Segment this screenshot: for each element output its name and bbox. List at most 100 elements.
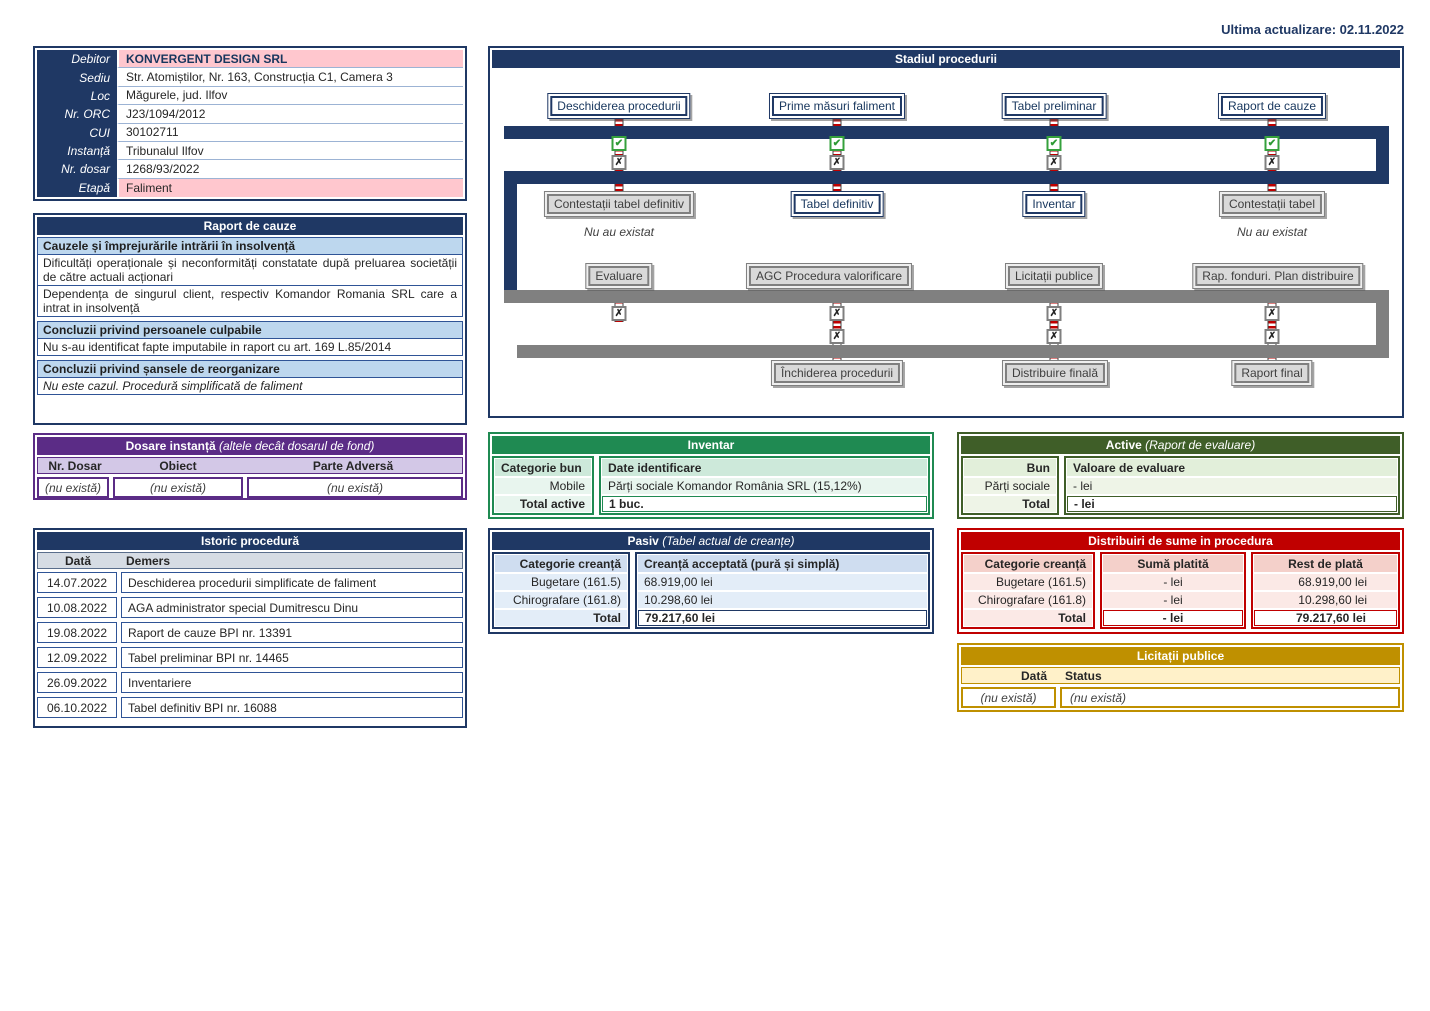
inventar-total-label: Total active [495,496,591,512]
pasiv-amount: 68.919,00 lei [638,574,927,590]
debtor-row: Etapă Faliment [37,178,463,197]
last-update-label: Ultima actualizare: 02.11.2022 [1221,22,1404,37]
column-header: Bun [964,459,1056,476]
checkbox-checked-icon[interactable]: ✔ [1264,136,1280,151]
flow-path-segment [1376,126,1389,184]
checkbox-crossed-icon[interactable]: ✗ [829,329,845,344]
licitatii-publice-panel: Licitații publice Dată Status (nu există… [957,643,1404,712]
inventar-category-column: Categorie bun Mobile Total active [492,456,594,515]
debtor-field-label: Etapă [37,178,117,197]
istoric-row: 12.09.2022 Tabel preliminar BPI nr. 1446… [37,647,463,668]
distribuiri-category: Chirografare (161.8) [964,592,1092,608]
section-text: Dependența de singurul client, respectiv… [37,286,463,317]
active-total-value: - lei [1067,496,1397,512]
checkbox-crossed-icon[interactable]: ✗ [829,306,845,321]
flow-step-tabel-preliminar[interactable]: Tabel preliminar [1001,93,1107,119]
flow-step-inchiderea-procedurii[interactable]: Închiderea procedurii [770,360,904,386]
flow-path-segment [504,171,517,303]
panel-title: Licitații publice [961,647,1400,665]
flow-step-contestatii-tabel[interactable]: Contestații tabel [1218,191,1326,217]
pasiv-columns: Categorie creanță Bugetare (161.5) Chiro… [492,552,930,629]
flow-path-segment [504,126,1389,139]
column-header: Date identificare [602,459,927,476]
debtor-field-value: Str. Atomiștilor, Nr. 163, Construcția C… [117,68,463,87]
panel-title: Pasiv (Tabel actual de creanțe) [492,532,930,550]
istoric-action: Inventariere [121,672,463,693]
flow-path-segment [504,171,1389,184]
istoric-action: Tabel definitiv BPI nr. 16088 [121,697,463,718]
checkbox-checked-icon[interactable]: ✔ [611,136,627,151]
checkbox-crossed-icon[interactable]: ✗ [611,155,627,170]
debtor-field-value: KONVERGENT DESIGN SRL [117,50,463,69]
column-header: Categorie bun [495,459,591,476]
checkbox-crossed-icon[interactable]: ✗ [1046,329,1062,344]
istoric-action: Raport de cauze BPI nr. 13391 [121,622,463,643]
checkbox-crossed-icon[interactable]: ✗ [829,155,845,170]
debtor-panel: Debitor KONVERGENT DESIGN SRL Sediu Str.… [33,46,467,201]
flow-step-rap-fonduri-plan-distribuire[interactable]: Rap. fonduri. Plan distribuire [1192,263,1364,289]
distribuiri-panel: Distribuiri de sume in procedura Categor… [957,528,1404,634]
column-header: Nr. Dosar [48,458,102,473]
distribuiri-columns: Categorie creanță Bugetare (161.5) Chiro… [961,552,1400,629]
debtor-field-label: Debitor [37,50,117,69]
flow-step-evaluare[interactable]: Evaluare [585,263,653,289]
active-value: - lei [1067,478,1397,494]
flow-step-raport-de-cauze[interactable]: Raport de cauze [1217,93,1327,119]
dosare-data-row: (nu există) (nu există) (nu există) [37,477,463,498]
distribuiri-category-column: Categorie creanță Bugetare (161.5) Chiro… [961,552,1095,629]
checkbox-crossed-icon[interactable]: ✗ [1264,306,1280,321]
debtor-field-value: J23/1094/2012 [117,105,463,124]
pasiv-total-label: Total [495,610,627,626]
debtor-field-label: CUI [37,123,117,142]
section-text: Nu s-au identificat fapte imputabile in … [37,339,463,356]
istoric-date: 19.08.2022 [37,622,117,643]
inventar-detail-column: Date identificare Părți sociale Komandor… [599,456,930,515]
flow-step-raport-final[interactable]: Raport final [1231,360,1313,386]
istoric-procedura-panel: Istoric procedură Dată Demers 14.07.2022… [33,528,467,728]
debtor-row: CUI 30102711 [37,123,463,142]
flow-step-inventar[interactable]: Inventar [1022,191,1086,217]
debtor-field-value: 30102711 [117,123,463,142]
checkbox-checked-icon[interactable]: ✔ [829,136,845,151]
debtor-field-label: Instanță [37,141,117,161]
raport-section: Concluzii privind persoanele culpabile N… [37,321,463,356]
column-header: Categorie creanță [495,555,627,572]
flow-step-deschiderea-procedurii[interactable]: Deschiderea procedurii [547,93,691,119]
raport-section: Concluzii privind șansele de reorganizar… [37,360,463,395]
distribuiri-rest: 68.919,00 lei [1254,574,1397,590]
section-heading: Concluzii privind șansele de reorganizar… [37,360,463,378]
flow-path-segment-pending [504,290,1389,303]
licitatii-data-row: (nu există) (nu există) [961,687,1400,708]
debtor-row: Instanță Tribunalul Ilfov [37,141,463,161]
checkbox-checked-icon[interactable]: ✔ [1046,136,1062,151]
inventar-detail: Părți sociale Komandor România SRL (15,1… [602,478,927,494]
dosare-cell: (nu există) [113,477,243,498]
istoric-date: 06.10.2022 [37,697,117,718]
flow-step-distribuire-finala[interactable]: Distribuire finală [1001,360,1109,386]
flow-note: Nu au existat [583,225,655,239]
checkbox-crossed-icon[interactable]: ✗ [1264,329,1280,344]
checkbox-crossed-icon[interactable]: ✗ [1046,306,1062,321]
flow-step-contestatii-tabel-definitiv[interactable]: Contestații tabel definitiv [543,191,695,217]
debtor-field-value: Faliment [117,178,463,197]
column-header: Rest de plată [1254,555,1397,572]
checkbox-crossed-icon[interactable]: ✗ [1046,155,1062,170]
flow-step-licitatii-publice[interactable]: Licitații publice [1004,263,1104,289]
flow-step-agc-valorificare[interactable]: AGC Procedura valorificare [745,263,913,289]
istoric-row: 19.08.2022 Raport de cauze BPI nr. 13391 [37,622,463,643]
raport-section: Cauzele și împrejurările intrării în ins… [37,237,463,317]
column-header: Valoare de evaluare [1067,459,1397,476]
distribuiri-rest-column: Rest de plată 68.919,00 lei 10.298,60 le… [1251,552,1400,629]
distribuiri-paid: - lei [1103,574,1243,590]
istoric-row: 14.07.2022 Deschiderea procedurii simpli… [37,572,463,593]
column-header: Demers [126,553,171,568]
flow-step-prime-masuri[interactable]: Prime măsuri faliment [768,93,906,119]
distribuiri-total-rest: 79.217,60 lei [1254,610,1397,626]
debtor-row: Sediu Str. Atomiștilor, Nr. 163, Constru… [37,68,463,87]
checkbox-crossed-icon[interactable]: ✗ [611,306,627,321]
distribuiri-total-paid: - lei [1103,610,1243,626]
column-header: Parte Adversă [312,458,394,473]
flow-step-tabel-definitiv[interactable]: Tabel definitiv [790,191,884,217]
checkbox-crossed-icon[interactable]: ✗ [1264,155,1280,170]
inventar-total-value: 1 buc. [602,496,927,512]
